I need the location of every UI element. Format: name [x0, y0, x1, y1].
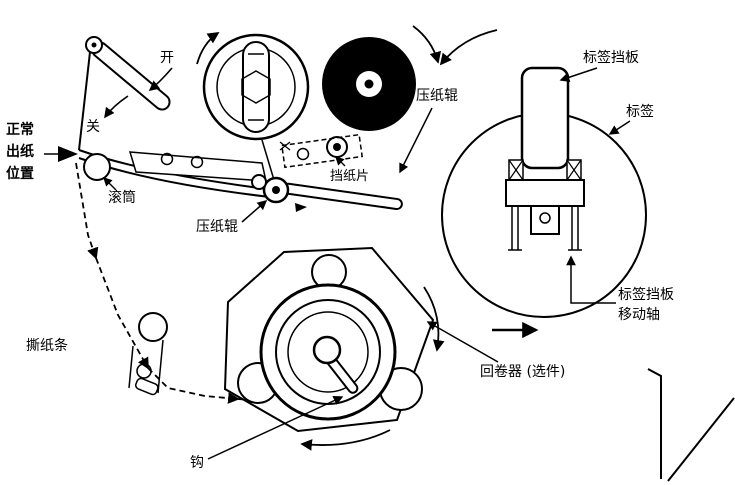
ribbon-rotation-arrow [412, 25, 442, 64]
case-corner [647, 368, 735, 482]
ribbon-spool [322, 37, 416, 131]
drum-roller [83, 153, 111, 181]
rewinder [223, 246, 435, 433]
platen-roller-mid-leader [241, 200, 268, 223]
platen-roller-top-leader [399, 107, 433, 174]
guide-pin [136, 363, 152, 379]
release-lever [78, 36, 173, 151]
paper-stop-outline [281, 133, 363, 169]
baffle-shaft-posts [508, 206, 582, 251]
path-arrow-on-arm [295, 203, 307, 212]
hook-leader [207, 396, 344, 460]
lever-pivot-dot [91, 42, 97, 48]
normal-exit-label-3: 位置 [6, 165, 34, 182]
baffle-shaft-leader [566, 255, 616, 304]
hook-label: 钩 [190, 455, 204, 471]
normal-exit-label-2: 出纸 [6, 143, 34, 160]
bracket-screw-left [160, 152, 174, 166]
baffle-center-hole [539, 212, 551, 224]
pressure-arm-assembly [251, 174, 403, 212]
tear-strip-label: 撕纸条 [26, 337, 68, 354]
label-baffle-body [520, 66, 570, 170]
rewinder-rotation-arrow-right [423, 286, 445, 352]
pressure-roller-small [251, 174, 267, 190]
platen-roller-top-label: 压纸辊 [416, 88, 458, 104]
platen-rotation-arrow [196, 32, 220, 65]
baffle-shaft-label-2: 移动轴 [618, 307, 660, 323]
rewinder-label: 回卷器 (选件) [480, 364, 565, 380]
baffle-shaft-label-1: 标签挡板 [618, 286, 674, 303]
label-roll-leader [608, 120, 631, 135]
label-baffle-leader [559, 67, 598, 83]
guide-bar [135, 377, 159, 396]
paper-exit-pointer [58, 146, 78, 162]
platen-hex-nut [241, 70, 271, 104]
paper-stop-assembly [279, 133, 363, 169]
open-direction-arrow [148, 67, 173, 91]
open-label: 开 [160, 50, 174, 66]
lower-left-guides [128, 312, 168, 396]
baffle-carriage [505, 179, 585, 207]
drum-leader [103, 177, 117, 191]
label-baffle-assembly [505, 66, 585, 251]
rewinder-rotation-arrow-bottom [300, 429, 391, 451]
rewinder-hub [312, 335, 342, 365]
frame-left-edge [78, 51, 91, 151]
rewinder-spool-inner [287, 311, 369, 393]
rewinder-leader [426, 321, 499, 363]
close-direction-arrow [104, 95, 129, 119]
ribbon-axle-dot [364, 79, 374, 89]
paper-stop-roller-small [296, 147, 310, 161]
bracket-screw-right [190, 155, 204, 169]
platen-roller-mid-label: 压纸辊 [196, 219, 238, 235]
paper-stop-leader [335, 156, 346, 167]
close-label: 关 [86, 119, 100, 135]
guide-roller [138, 312, 168, 342]
normal-exit-label-1: 正常 [6, 121, 34, 138]
paper-stop-label: 挡纸片 [330, 169, 369, 184]
label-roll-label: 标签 [626, 103, 654, 120]
label-baffle-label: 标签挡板 [583, 49, 639, 66]
platen-knob [202, 33, 310, 141]
platen-handle [242, 41, 270, 133]
drum-label: 滚筒 [108, 189, 136, 206]
label-roll-rotation-arrow [439, 29, 498, 66]
